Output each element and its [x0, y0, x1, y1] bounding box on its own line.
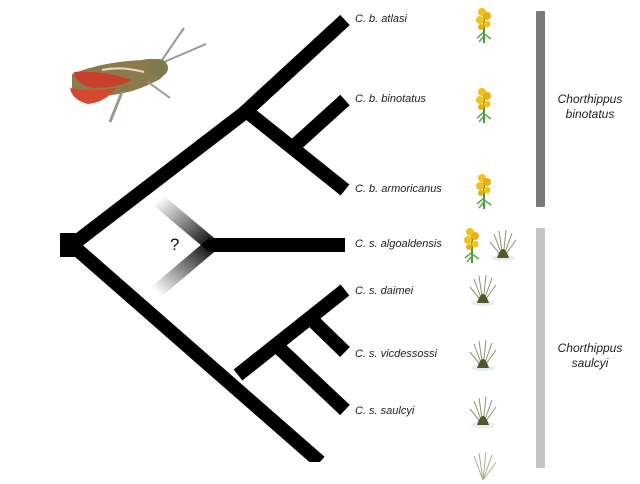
group-label-binotatus: Chorthippus binotatus [557, 92, 623, 121]
taxon-label-algoaldensis: C. s. algoaldensis [355, 238, 442, 250]
group-bar-saulcyi [536, 228, 545, 468]
taxon-label-armoricanus: C. b. armoricanus [355, 183, 442, 195]
grass-tussock-icon [489, 229, 517, 261]
uncertain-branch-upper [153, 194, 219, 253]
uncertain-node-mark: ? [170, 235, 180, 254]
taxon-label-binotatus: C. b. binotatus [355, 93, 426, 105]
grass-tussock-icon [469, 396, 497, 428]
taxon-label-vicdessossi: C. s. vicdessossi [355, 348, 437, 360]
flowering-shrub-icon [476, 8, 492, 43]
phylogenetic-tree [60, 14, 350, 462]
grass-tussock-icon [473, 451, 497, 481]
group-bar-binotatus [536, 11, 545, 207]
flowering-shrub-icon [476, 174, 492, 209]
flowering-shrub-icon [476, 88, 492, 123]
uncertain-branch-lower [151, 237, 219, 298]
grasshopper-icon [70, 27, 207, 123]
tree-branches [60, 14, 350, 462]
taxon-label-saulcyi: C. s. saulcyi [355, 405, 415, 417]
group-label-saulcyi: Chorthippus saulcyi [557, 341, 623, 370]
grass-tussock-icon [469, 274, 497, 306]
flowering-shrub-icon [464, 228, 480, 263]
grass-tussock-icon [469, 339, 497, 371]
taxon-label-atlasi: C. b. atlasi [355, 13, 407, 25]
taxon-label-daimei: C. s. daimei [355, 285, 414, 297]
